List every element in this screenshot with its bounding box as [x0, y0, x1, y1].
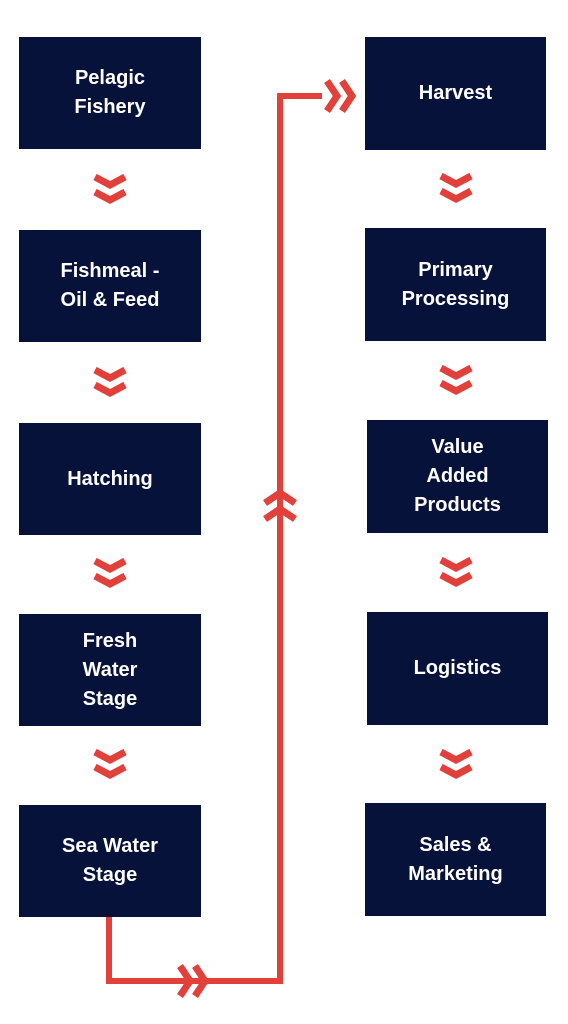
stage-label: Sea Water Stage — [62, 835, 158, 886]
stage-box-value-added-products: Value Added Products — [367, 420, 548, 533]
stage-box-harvest: Harvest — [365, 37, 546, 150]
stage-box-pelagic-fishery: Pelagic Fishery — [19, 37, 201, 149]
connector-line — [106, 93, 322, 984]
double-chevron-down-icon — [93, 557, 127, 588]
double-chevron-down-icon — [439, 172, 473, 203]
double-chevron-down-icon — [93, 748, 127, 779]
stage-box-sales-marketing: Sales & Marketing — [365, 803, 546, 916]
double-chevron-up-icon — [263, 488, 297, 522]
stage-box-primary-processing: Primary Processing — [365, 228, 546, 341]
stage-label: Pelagic Fishery — [74, 67, 146, 118]
stage-box-fishmeal-oil-feed: Fishmeal - Oil & Feed — [19, 230, 201, 342]
stage-box-fresh-water-stage: Fresh Water Stage — [19, 614, 201, 726]
stage-label: Fishmeal - Oil & Feed — [60, 260, 160, 311]
stage-label: Fresh Water Stage — [82, 629, 138, 710]
stage-label: Harvest — [418, 82, 493, 104]
stage-label: Sales & Marketing — [408, 833, 503, 885]
stage-box-sea-water-stage: Sea Water Stage — [19, 805, 201, 917]
double-chevron-right-icon — [177, 964, 210, 998]
double-chevron-down-icon — [439, 556, 473, 587]
double-chevron-down-icon — [439, 748, 473, 779]
stage-label: Primary Processing — [401, 258, 510, 310]
stage-label: Logistics — [413, 657, 502, 679]
double-chevron-down-icon — [93, 173, 127, 204]
double-chevron-down-icon — [93, 366, 127, 397]
stage-box-logistics: Logistics — [367, 612, 548, 725]
stage-label: Hatching — [67, 467, 153, 490]
stage-label: Value Added Products — [414, 436, 501, 516]
double-chevron-down-icon — [439, 364, 473, 395]
double-chevron-right-icon — [324, 79, 357, 113]
stage-box-hatching: Hatching — [19, 423, 201, 535]
